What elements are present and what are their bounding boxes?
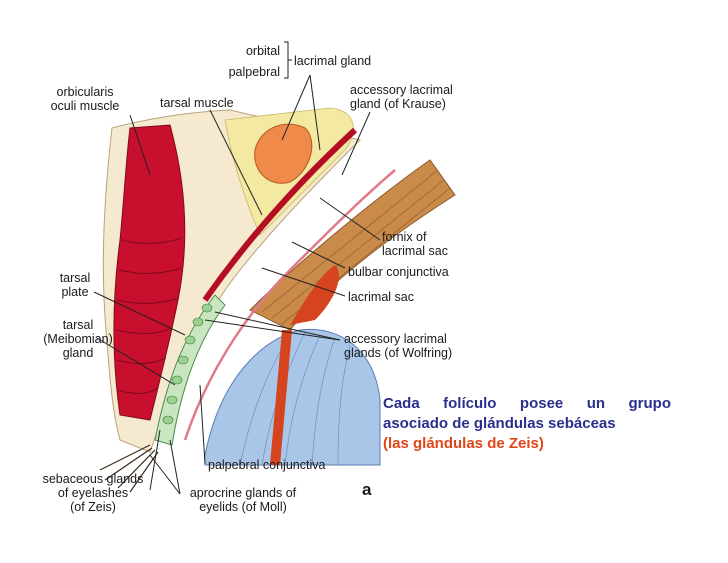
label-tarsal-plate: tarsal plate (59, 271, 91, 299)
red-vessel (270, 330, 292, 465)
label-palpebral-conjunctiva: palpebral conjunctiva (208, 458, 326, 472)
conjunctiva-line (183, 169, 396, 441)
label-orbital: orbital (245, 44, 280, 58)
label-fornix: fornix of lacrimal sac (382, 230, 448, 258)
label-tarsal-muscle: tarsal muscle (160, 96, 234, 110)
tarsal-plate (154, 294, 226, 446)
label-accessory-krause: accessory lacrimal gland (of Krause) (350, 83, 453, 111)
label-meibomian-gland: tarsal (Meibomian) gland (43, 318, 113, 360)
label-accessory-wolfring: accessory lacrimal glands (of Wolfring) (344, 332, 453, 360)
label-zeis-glands: sebaceous glands of eyelashes (of Zeis) (42, 472, 144, 514)
caption-line-3: (las glándulas de Zeis) (383, 435, 544, 452)
leader-lines (93, 41, 381, 495)
orbicularis-bands (116, 237, 183, 394)
label-moll-glands: aprocrine glands of eyelids (of Moll) (189, 486, 297, 514)
lacrimal-gland (254, 123, 313, 184)
caption-line-2: asociado de glándulas sebáceas (383, 415, 616, 432)
meibomian-gland-lobules (162, 303, 213, 425)
caption-line-1: Cada folículo posee un grupo (383, 395, 671, 412)
tarsal-muscle-strip (202, 127, 358, 302)
label-lacrimal-gland: lacrimal gland (294, 54, 372, 68)
lacrimal-sac-red (290, 265, 339, 325)
label-lacrimal-sac: lacrimal sac (348, 290, 414, 304)
label-bulbar-conjunctiva: bulbar conjunctiva (348, 265, 449, 279)
panel-letter: a (362, 480, 372, 499)
label-orbicularis-oculi: orbicularis oculi muscle (50, 85, 120, 113)
orbicularis-muscle (113, 124, 186, 421)
caption-text: Cada folículo posee un grupo asociado de… (383, 394, 671, 454)
label-palpebral: palpebral (228, 65, 280, 79)
